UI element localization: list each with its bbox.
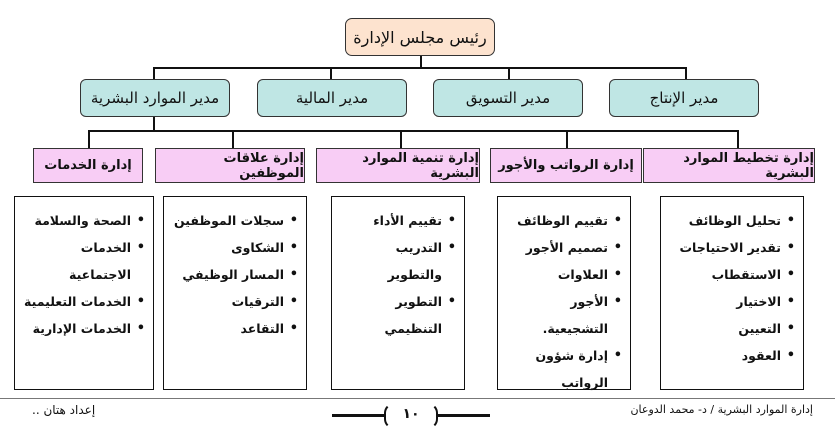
list-item: تصميم الأجور xyxy=(504,234,622,261)
dept-services-box: إدارة الخدمات xyxy=(33,148,143,183)
list-item: الشكاوى xyxy=(170,234,298,261)
list-item: الصحة والسلامة xyxy=(21,207,145,234)
list-item: الاختيار xyxy=(667,288,795,315)
manager-hr-box: مدير الموارد البشرية xyxy=(80,79,230,117)
list-item: الرواتب xyxy=(561,375,608,390)
dept-drop-2 xyxy=(232,130,234,148)
board-chairman-box: رئيس مجلس الإدارة xyxy=(345,18,495,56)
list-item: إدارة شؤون xyxy=(504,342,622,369)
manager-hr-label: مدير الموارد البشرية xyxy=(90,89,220,107)
dept-hr-planning-box: إدارة تخطيط الموارد البشرية xyxy=(643,148,815,183)
list-item: تحليل الوظائف xyxy=(667,207,795,234)
list-item: التدريب والتطوير xyxy=(338,234,456,288)
footer-divider xyxy=(0,398,835,399)
dept-hr-planning-label: إدارة تخطيط الموارد البشرية xyxy=(683,150,814,181)
board-chairman-label: رئيس مجلس الإدارة xyxy=(353,27,487,47)
dept-services-label: إدارة الخدمات xyxy=(44,158,132,173)
managers-bar xyxy=(153,67,687,69)
list-item: الاجتماعية xyxy=(69,267,131,282)
dept-employee-relations-label: إدارة علاقات الموظفين xyxy=(223,150,304,181)
list-item: الخدمات التعليمية xyxy=(21,288,145,315)
list-item: التعيين xyxy=(667,315,795,342)
page-rule-right xyxy=(438,414,490,417)
dept-hr-development-label: إدارة تنمية الموارد البشرية xyxy=(362,150,479,181)
dept-payroll-box: إدارة الرواتب والأجور xyxy=(490,148,642,183)
manager-marketing-label: مدير التسويق xyxy=(465,89,551,107)
list-item: التطوير التنظيمي xyxy=(338,288,457,342)
list-item: الترقيات xyxy=(170,288,298,315)
manager-finance-label: مدير المالية xyxy=(295,89,369,107)
dept-services-list: الصحة والسلامة الخدمات الاجتماعية الخدما… xyxy=(14,196,154,390)
dept-employee-relations-box: إدارة علاقات الموظفين xyxy=(155,148,305,183)
list-item: التقاعد xyxy=(170,315,298,342)
list-item: الخدمات الإدارية xyxy=(21,315,145,342)
manager-marketing-box: مدير التسويق xyxy=(433,79,583,117)
dept-payroll-label: إدارة الرواتب والأجور xyxy=(498,158,634,173)
manager-production-box: مدير الإنتاج xyxy=(609,79,759,117)
dept-hr-development-list: تقييم الأداء التدريب والتطوير التطوير ال… xyxy=(331,196,465,390)
list-item: المسار الوظيفي xyxy=(170,261,298,288)
footer-credit: إعداد هتان .. xyxy=(32,403,96,417)
dept-payroll-list: تقييم الوظائف تصميم الأجور العلاوات الأج… xyxy=(497,196,631,390)
manager-drop-4 xyxy=(685,67,687,79)
dept-employee-relations-list: سجلات الموظفين الشكاوى المسار الوظيفي ال… xyxy=(163,196,307,390)
dept-drop-3 xyxy=(400,130,402,148)
dept-drop-5 xyxy=(737,130,739,148)
page-number: ١٠ xyxy=(402,406,420,422)
departments-bar xyxy=(88,130,738,132)
footer-course-author: إدارة الموارد البشرية / د- محمد الدوعان xyxy=(630,403,813,416)
page-number-bracket xyxy=(384,403,438,429)
list-item: الخدمات xyxy=(21,234,145,261)
root-connector xyxy=(420,56,422,68)
list-item: العقود xyxy=(667,342,795,369)
page-rule-left xyxy=(332,414,384,417)
manager-production-label: مدير الإنتاج xyxy=(649,89,719,107)
dept-drop-1 xyxy=(88,130,90,148)
list-item: الاستقطاب xyxy=(667,261,795,288)
manager-drop-3 xyxy=(508,67,510,79)
dept-hr-planning-list: تحليل الوظائف تقدير الاحتياجات الاستقطاب… xyxy=(660,196,804,390)
list-item: تقييم الأداء xyxy=(338,207,456,234)
dept-drop-4 xyxy=(566,130,568,148)
manager-drop-2 xyxy=(330,67,332,79)
dept-hr-development-box: إدارة تنمية الموارد البشرية xyxy=(316,148,480,183)
hr-connector xyxy=(153,117,155,131)
manager-finance-box: مدير المالية xyxy=(257,79,407,117)
list-item: تقييم الوظائف xyxy=(504,207,622,234)
manager-drop-1 xyxy=(153,67,155,79)
list-item: الأجور التشجيعية. xyxy=(504,288,622,342)
list-item: تقدير الاحتياجات xyxy=(667,234,796,261)
list-item: سجلات الموظفين xyxy=(170,207,298,234)
list-item: العلاوات xyxy=(504,261,622,288)
